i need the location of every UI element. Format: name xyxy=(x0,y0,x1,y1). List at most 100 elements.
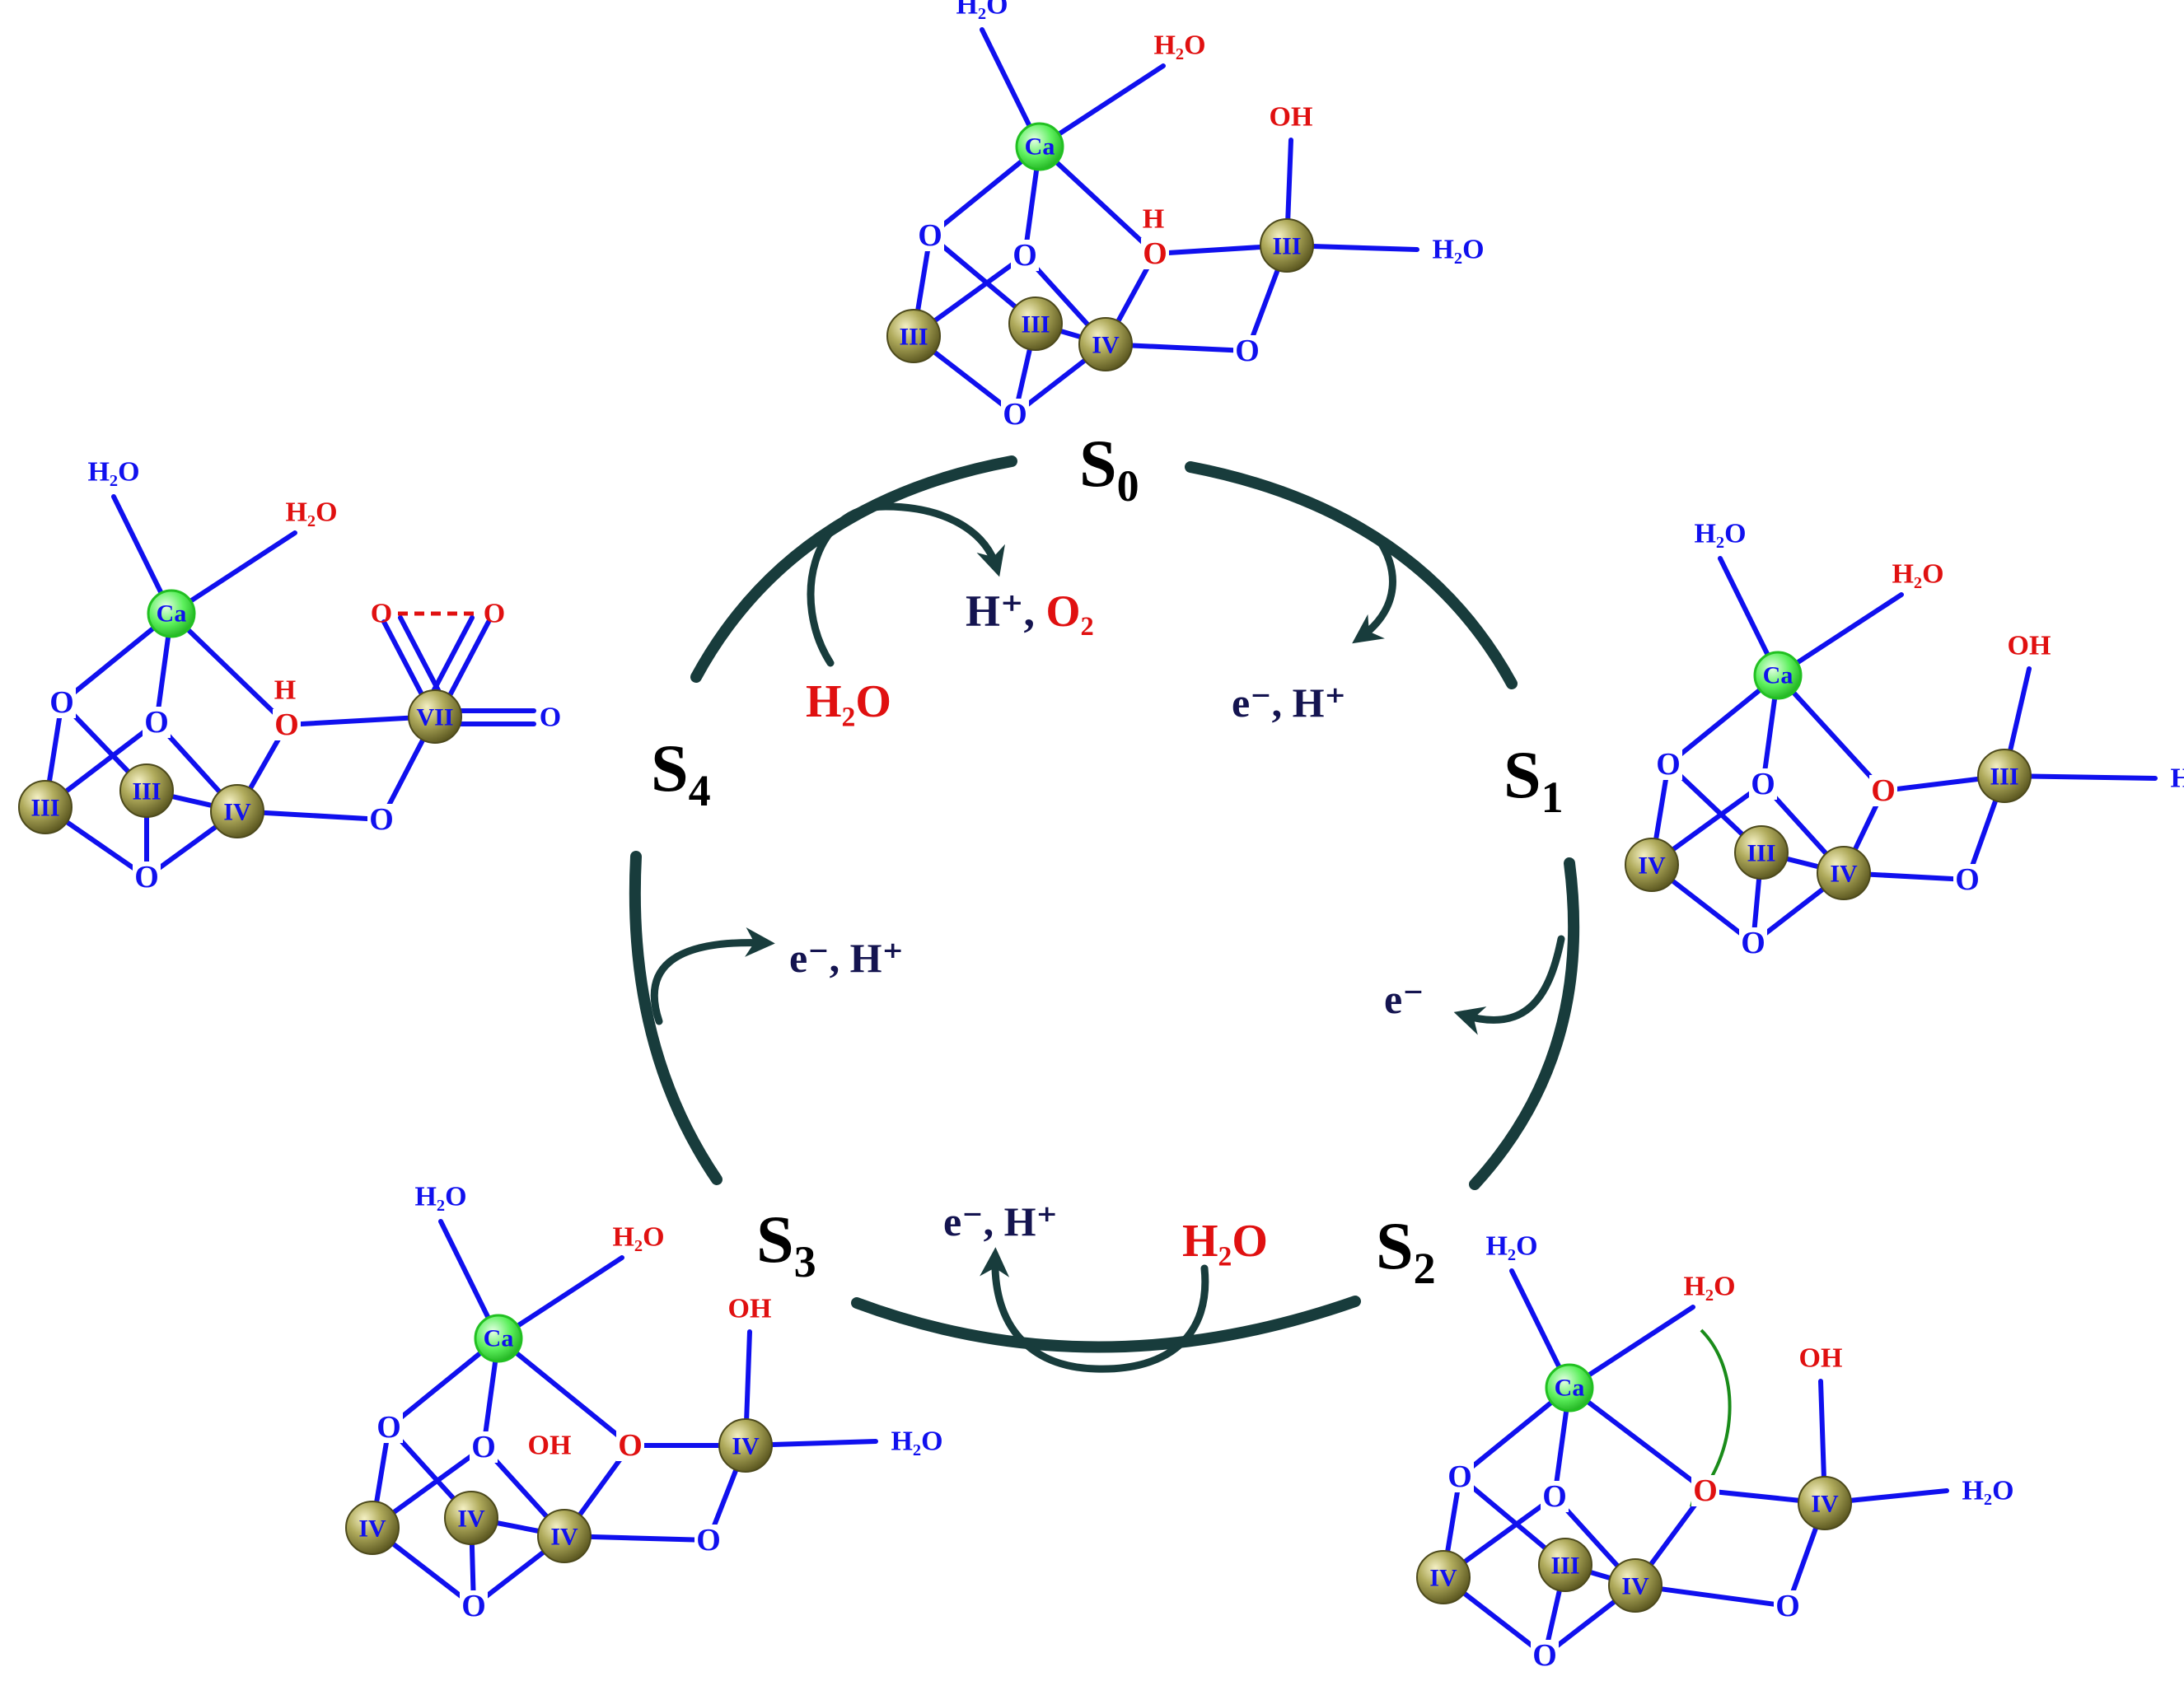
ca-atom xyxy=(1753,651,1803,700)
mn-atom xyxy=(408,689,462,744)
mn-atom xyxy=(210,784,264,838)
mn-atom xyxy=(718,1418,773,1473)
oxygen-atom: O xyxy=(1656,747,1681,782)
o-atom-bg xyxy=(1233,335,1261,367)
ca-atom xyxy=(474,1314,523,1363)
mn-oxidation-state: IV xyxy=(732,1433,760,1460)
o-atom-bg xyxy=(367,804,395,835)
state-label-s1: S1 xyxy=(1504,737,1564,822)
oxygen-atom: O xyxy=(134,860,159,894)
o-atom-bg xyxy=(133,862,161,893)
oxygen-atom: O xyxy=(1143,236,1167,271)
ca-water-ligand: H₂O xyxy=(1694,519,1746,549)
calcium-label: Ca xyxy=(1025,133,1055,161)
oxygen-atom: O xyxy=(1955,862,1980,897)
mn-atom xyxy=(537,1509,592,1563)
bond xyxy=(381,619,425,698)
electron-proton-s3-s4: e⁻, H⁺ xyxy=(789,935,904,981)
oxygen-atom: O xyxy=(144,705,169,740)
calcium-label: Ca xyxy=(1763,662,1793,689)
mn-oxidation-state: IV xyxy=(550,1524,578,1551)
oxygen-atom: O xyxy=(696,1523,721,1557)
o-atom-bg xyxy=(1654,749,1682,780)
bond xyxy=(398,615,442,694)
ca-water-ligand: H₂O xyxy=(285,497,337,528)
o-atom-bg xyxy=(375,1412,403,1443)
oxygen-atom: O xyxy=(49,685,74,720)
oxygen-atom: O xyxy=(918,218,942,253)
state-label-s2: S2 xyxy=(1376,1208,1436,1293)
mn-hydroxide-ligand: OH xyxy=(728,1294,772,1324)
bonds-s1 xyxy=(1649,556,2158,946)
bond xyxy=(496,1255,624,1341)
arc-s4-s0 xyxy=(690,455,1017,683)
oxygen-atom: O xyxy=(1532,1638,1557,1673)
arc-s1-s2 xyxy=(1469,857,1580,1190)
o-atom-bg xyxy=(1446,1461,1474,1492)
mn-oxidation-state: III xyxy=(1272,233,1301,260)
o-atom-bg xyxy=(1739,927,1767,959)
bond xyxy=(1567,1385,1708,1493)
oxygen-atom: O xyxy=(1542,1479,1567,1514)
oxygen-atom: O xyxy=(618,1428,643,1463)
state-label-s4: S4 xyxy=(651,731,711,815)
mn-hydroxide-ligand: OH xyxy=(1799,1343,1843,1374)
side-arrow-s0-s1 xyxy=(1352,531,1396,644)
side-arrow-s3-s4 xyxy=(650,927,775,1025)
oxygen-atom: O xyxy=(461,1589,486,1623)
mn-atom xyxy=(1416,1550,1471,1604)
mn-water-ligand: H₂O xyxy=(891,1427,942,1457)
mn-water-ligand: H₂O xyxy=(1962,1476,2013,1506)
mn-oxidation-state: IV xyxy=(1092,332,1120,359)
oxygen-atom: O xyxy=(1012,238,1037,273)
electron-proton-s0-s1: e⁻, H⁺ xyxy=(1232,679,1346,726)
state-label-s3: S3 xyxy=(756,1202,816,1286)
o-atom-bg xyxy=(1691,1475,1719,1506)
bond xyxy=(445,619,491,703)
oxygen-atom: O xyxy=(1003,397,1027,432)
mn-atom xyxy=(18,780,72,834)
mn-atom xyxy=(1977,749,2032,803)
o-atom-bg xyxy=(1774,1590,1802,1622)
mn-oxidation-state: IV xyxy=(1621,1573,1649,1600)
mn-atom xyxy=(1798,1476,1852,1530)
ca-water-ligand: H₂O xyxy=(956,0,1008,21)
bond xyxy=(1037,63,1166,149)
o-atom-bg xyxy=(1141,238,1169,269)
mn-hydroxide-ligand: OH xyxy=(1270,102,1313,133)
mn-atom xyxy=(1734,825,1789,880)
mn-oxidation-state: IV xyxy=(1638,852,1666,880)
mn-atom xyxy=(119,763,174,818)
o-atom-bg xyxy=(1541,1481,1569,1512)
bond xyxy=(169,611,289,727)
ca-water-ligand: H₂O xyxy=(612,1222,664,1253)
mn-atom xyxy=(1817,846,1871,900)
arc-s2-s3 xyxy=(851,1296,1361,1353)
mn-oxidation-state: III xyxy=(132,778,161,805)
bond xyxy=(1037,144,1157,256)
bonds-s0 xyxy=(911,27,1419,417)
oxygen-atom: O xyxy=(1693,1473,1718,1508)
arc-s0-s1 xyxy=(1185,461,1518,689)
mn-oxidation-state: VII xyxy=(416,704,453,731)
o-atom-bg xyxy=(143,707,171,738)
reaction-labels: H₂O H⁺, O₂ e⁻, H⁺ e⁻ H₂O e⁻, H⁺ e⁻, H⁺ xyxy=(789,586,1424,1267)
oxygen-atom: O xyxy=(369,802,394,837)
mn-oxidation-state: III xyxy=(1747,840,1775,867)
electron-s1-s2: e⁻ xyxy=(1384,976,1424,1022)
mn-oxidation-state: IV xyxy=(1830,861,1858,888)
mn-oxidation-state: IV xyxy=(1811,1491,1839,1518)
o-atom-bg xyxy=(1749,768,1777,800)
oxygen-atom: O xyxy=(1741,926,1765,960)
o-atom-bg xyxy=(460,1590,488,1622)
calcium-label: Ca xyxy=(157,600,187,628)
ca-water-ligand: H₂O xyxy=(1153,30,1205,61)
ca-water-ligand: H₂O xyxy=(87,457,139,488)
ca-atom xyxy=(1545,1363,1594,1413)
ca-hydroxide-ligand: OH xyxy=(528,1431,572,1461)
products-s4-s0: H⁺, O₂ xyxy=(966,586,1094,636)
mn-atom xyxy=(1078,317,1133,371)
calcium-label: Ca xyxy=(484,1325,514,1352)
